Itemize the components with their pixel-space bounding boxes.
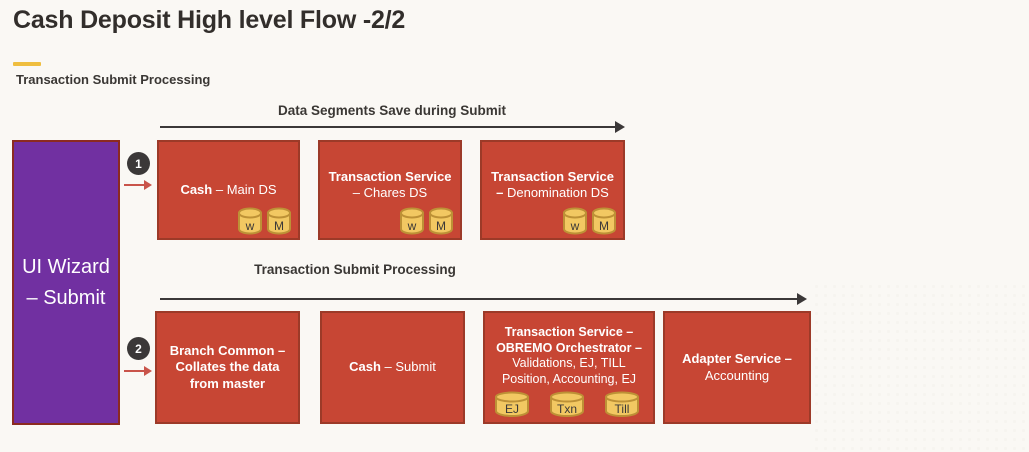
process-box-transaction-service-chares: Transaction Service – Chares DS w M bbox=[318, 140, 462, 240]
db-cylinder-group: w M bbox=[562, 207, 617, 235]
process-box-label: Transaction Service – Chares DS bbox=[320, 169, 460, 212]
process-box-label: Transaction Service – Denomination DS bbox=[482, 169, 623, 212]
db-cylinder-icon: w bbox=[238, 207, 262, 235]
process-box-label: Cash – Submit bbox=[341, 359, 444, 375]
arrow-line bbox=[124, 184, 144, 186]
label-regular: – Submit bbox=[380, 359, 436, 375]
arrow-head-icon bbox=[797, 293, 807, 305]
ui-wizard-box: UI Wizard – Submit bbox=[12, 140, 120, 425]
section-label: Transaction Submit Processing bbox=[16, 72, 211, 87]
step-2-badge: 2 bbox=[127, 337, 150, 360]
label-bold: Transaction Service bbox=[328, 168, 452, 184]
db-cylinder-icon: M bbox=[267, 207, 291, 235]
db-cylinder-group: EJ Txn Till bbox=[493, 391, 641, 418]
label-regular: – Main DS bbox=[212, 181, 277, 197]
db-cylinder-label: w bbox=[245, 219, 255, 233]
process-box-label: Cash – Main DS bbox=[172, 182, 284, 198]
slide-title: Cash Deposit High level Flow -2/2 bbox=[13, 6, 406, 34]
bottom-arrow-label: Transaction Submit Processing bbox=[254, 262, 456, 277]
db-cylinder-label: M bbox=[436, 219, 446, 233]
process-box-cash-main-ds: Cash – Main DS w M bbox=[157, 140, 300, 240]
label-bold: Transaction Service – OBREMO Orchestrato… bbox=[496, 325, 642, 355]
arrow-head-icon bbox=[144, 366, 152, 376]
process-box-obremo-orchestrator: Transaction Service – OBREMO Orchestrato… bbox=[483, 311, 655, 424]
arrow-head-icon bbox=[615, 121, 625, 133]
label-bold: Cash bbox=[349, 359, 381, 375]
arrow-line bbox=[160, 298, 797, 300]
gold-accent-bar bbox=[13, 62, 41, 66]
step-1-badge: 1 bbox=[127, 152, 150, 175]
process-box-transaction-service-denomination: Transaction Service – Denomination DS w … bbox=[480, 140, 625, 240]
arrow-head-icon bbox=[144, 180, 152, 190]
label-bold: Cash bbox=[180, 181, 213, 197]
db-cylinder-icon: M bbox=[429, 207, 453, 235]
label-bold: Adapter Service – bbox=[682, 351, 792, 367]
db-cylinder-label: w bbox=[570, 219, 580, 233]
background-texture bbox=[812, 282, 1029, 452]
label-bold: Branch Common – Collates the data from m… bbox=[169, 343, 286, 391]
process-box-label: Adapter Service –Accounting bbox=[674, 351, 800, 384]
ui-wizard-label: UI Wizard – Submit bbox=[22, 255, 110, 309]
db-cylinder-icon: M bbox=[592, 207, 616, 235]
process-box-branch-common: Branch Common – Collates the data from m… bbox=[155, 311, 300, 424]
db-cylinder-label: EJ bbox=[505, 402, 519, 416]
db-cylinder-icon: Txn bbox=[550, 391, 584, 417]
db-cylinder-label: Txn bbox=[557, 402, 577, 416]
process-box-label: Branch Common – Collates the data from m… bbox=[157, 343, 298, 392]
db-cylinder-icon: w bbox=[563, 207, 587, 235]
label-regular: Denomination DS bbox=[503, 185, 609, 200]
db-cylinder-group: w M bbox=[237, 207, 292, 235]
db-cylinder-label: M bbox=[599, 219, 609, 233]
db-cylinder-label: M bbox=[274, 219, 284, 233]
process-box-label: Transaction Service – OBREMO Orchestrato… bbox=[485, 313, 653, 388]
process-box-adapter-service: Adapter Service –Accounting bbox=[663, 311, 811, 424]
db-cylinder-icon: w bbox=[400, 207, 424, 235]
db-cylinder-label: Till bbox=[615, 402, 630, 416]
top-arrow-label: Data Segments Save during Submit bbox=[277, 103, 507, 118]
label-regular: Validations, EJ, TILL Position, Accounti… bbox=[501, 356, 637, 386]
label-regular: Accounting bbox=[704, 367, 770, 383]
label-bold: Transaction Service – bbox=[491, 168, 614, 200]
db-cylinder-group: w M bbox=[399, 207, 454, 235]
arrow-line bbox=[124, 370, 144, 372]
arrow-line bbox=[160, 126, 615, 128]
process-box-cash-submit: Cash – Submit bbox=[320, 311, 465, 424]
db-cylinder-label: w bbox=[407, 219, 417, 233]
label-regular: – Chares DS bbox=[352, 185, 428, 200]
db-cylinder-icon: EJ bbox=[495, 391, 529, 417]
db-cylinder-icon: Till bbox=[605, 391, 639, 417]
